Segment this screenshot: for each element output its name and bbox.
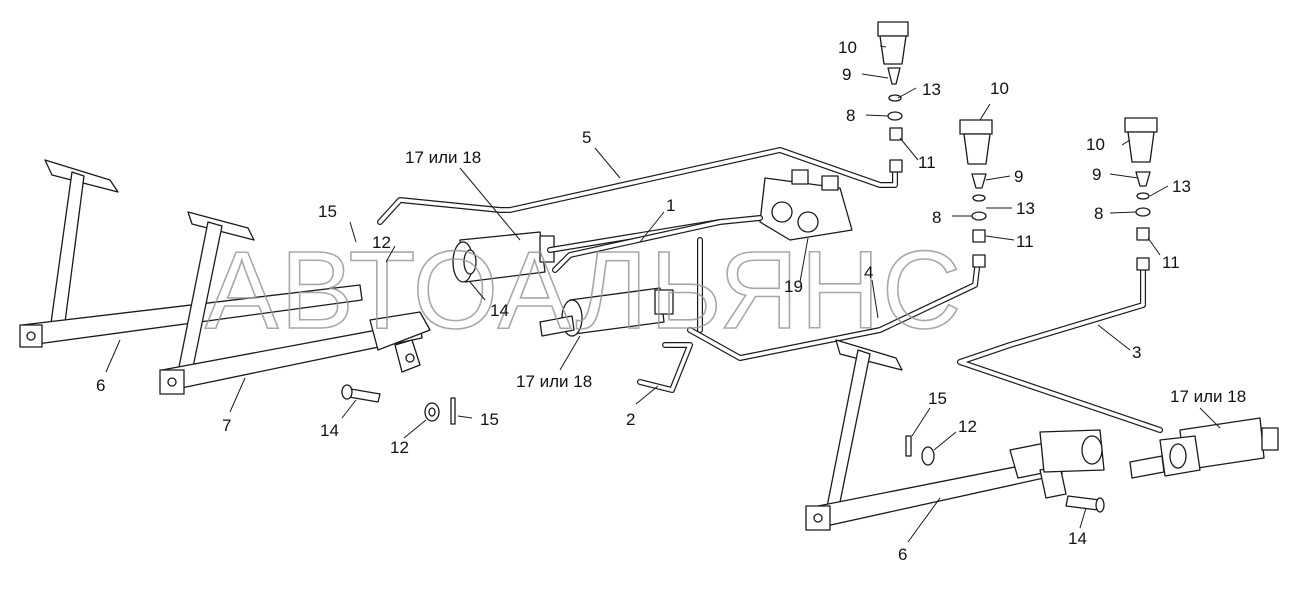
callout-17-or-18-a: 17 или 18 [405,148,481,167]
callout-3: 3 [1132,343,1141,362]
callout-11-a: 11 [918,153,936,172]
tube-3 [957,262,1163,433]
callout-10-c: 10 [1086,135,1105,154]
callout-13-b: 13 [1016,199,1035,218]
bolt-14-right [1065,495,1105,513]
pin-15-left [450,397,456,425]
callout-14-c: 14 [1068,529,1087,548]
callout-9-a: 9 [842,65,851,84]
tube-2 [637,342,693,393]
callout-15-b: 15 [480,410,499,429]
callout-11-b: 11 [1016,232,1034,251]
callout-19: 19 [784,277,803,296]
cylinder-17-right [1039,417,1279,479]
washer-12-left [424,402,440,422]
callout-12-b: 12 [390,438,409,457]
callout-4: 4 [864,263,873,282]
callout-9-b: 9 [1014,167,1023,186]
callout-12-a: 12 [372,233,391,252]
reservoir-assembly-c [1124,117,1158,271]
tube-5 [377,147,898,225]
callout-8-c: 8 [1094,204,1103,223]
washer-12-right [921,446,935,466]
tube-4 [687,237,981,361]
leader-lines [105,45,1221,543]
reservoir-assembly-b [959,119,993,268]
callout-6-a: 6 [96,376,105,395]
callout-8-b: 8 [932,208,941,227]
callout-13-a: 13 [922,80,941,99]
callout-11-c: 11 [1162,253,1180,272]
callout-2: 2 [626,410,635,429]
callout-12-c: 12 [958,417,977,436]
pedal-7 [159,211,431,395]
callout-15-c: 15 [928,389,947,408]
reservoir-assembly-a [877,21,909,173]
callout-8-a: 8 [846,106,855,125]
callout-1: 1 [666,196,675,215]
callout-17-or-18-c: 17 или 18 [1170,387,1246,406]
callouts: 10 9 13 8 11 10 9 13 8 11 10 9 13 8 11 5… [96,38,1246,564]
tee-19 [759,169,853,241]
callout-17-or-18-b: 17 или 18 [516,372,592,391]
bolt-14-left [341,384,381,403]
callout-6-b: 6 [898,545,907,564]
callout-13-c: 13 [1172,177,1191,196]
callout-14-a: 14 [490,301,509,320]
callout-15-a: 15 [318,202,337,221]
callout-14-b: 14 [320,421,339,440]
pin-15-right [905,435,912,457]
callout-5: 5 [582,128,591,147]
callout-9-c: 9 [1092,165,1101,184]
watermark-text: АВТОАЛЬЯНС [205,229,963,352]
cylinder-17-upper [452,231,555,283]
callout-10-a: 10 [838,38,857,57]
cylinder-17-lower [539,287,674,337]
tube-middle-link [552,215,763,273]
callout-7: 7 [222,416,231,435]
callout-10-b: 10 [990,79,1009,98]
